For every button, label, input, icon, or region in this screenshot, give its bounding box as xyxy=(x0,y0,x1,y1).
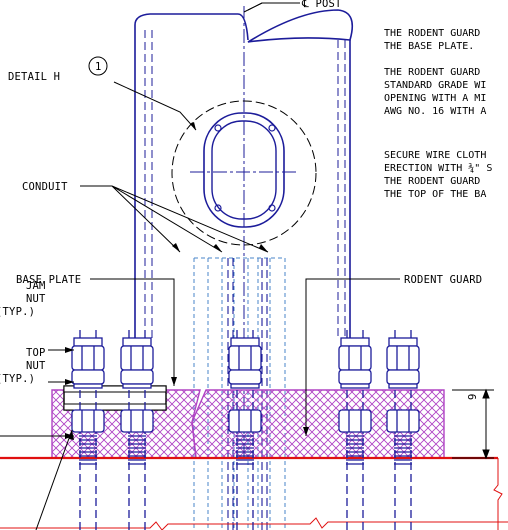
detail-h-handhole xyxy=(171,100,317,246)
note-1-line-2: THE BASE PLATE. xyxy=(384,41,474,52)
top-nut-line-2: NUT xyxy=(26,360,46,372)
note-2-line-3: OPENING WITH A MI xyxy=(384,93,486,104)
note-3-line-3: THE RODENT GUARD xyxy=(384,176,480,187)
bolt-3 xyxy=(228,330,262,530)
dimension-value: 9 xyxy=(467,393,479,400)
post-outline xyxy=(134,25,351,340)
leader-lines xyxy=(0,2,400,530)
bolt-1 xyxy=(71,330,105,530)
post-top-left-curve xyxy=(134,13,249,41)
dimension-9 xyxy=(452,388,494,460)
jam-nut-line-3: (TYP.) xyxy=(0,306,35,318)
labels: ℄ POST DETAIL H 1 CONDUIT BASE PLATE ROD… xyxy=(0,0,492,400)
post-cut-ellipse xyxy=(247,9,354,43)
note-2-line-1: THE RODENT GUARD xyxy=(384,67,480,78)
detail-marker-circle xyxy=(88,56,108,76)
bolt-4 xyxy=(338,330,372,530)
anchor-bolts xyxy=(71,330,420,530)
handhole-inner xyxy=(211,120,277,220)
top-nut-line-3: (TYP.) xyxy=(0,373,35,385)
rodent-guard-leader xyxy=(305,278,400,436)
conduit-label: CONDUIT xyxy=(22,181,68,193)
note-2-line-2: STANDARD GRADE WI xyxy=(384,80,486,91)
note-1-line-1: THE RODENT GUARD xyxy=(384,28,480,39)
ground-line xyxy=(0,456,508,530)
detail-marker: 1 xyxy=(95,61,102,73)
centerline-post-label: ℄ POST xyxy=(301,0,342,10)
base-plate xyxy=(63,385,167,411)
conduit-leader xyxy=(80,185,269,253)
handhole-outer xyxy=(203,112,285,228)
handhole-screws xyxy=(214,124,276,212)
bottom-leader xyxy=(35,429,73,530)
jam-nut-line-1: JAM xyxy=(26,280,46,292)
bolt-2 xyxy=(120,330,154,530)
rodent-guard-label: RODENT GUARD xyxy=(404,274,482,286)
note-2-line-4: AWG NO. 16 WITH A xyxy=(384,106,486,117)
base-plate-label: BASE PLATE xyxy=(16,274,81,286)
bolt-5 xyxy=(386,330,420,530)
detail-circle xyxy=(171,100,317,246)
note-3-line-1: SECURE WIRE CLOTH xyxy=(384,150,486,161)
top-nut-line-1: TOP xyxy=(26,347,46,359)
detail-label: DETAIL H xyxy=(8,71,60,83)
arrowheads xyxy=(65,122,309,440)
note-3-line-2: ERECTION WITH ¾" S xyxy=(384,162,492,174)
jam-nut-line-2: NUT xyxy=(26,293,46,305)
detail-leader xyxy=(113,81,197,131)
base-plate-leader xyxy=(90,278,175,386)
note-3-line-4: THE TOP OF THE BA xyxy=(384,189,486,200)
